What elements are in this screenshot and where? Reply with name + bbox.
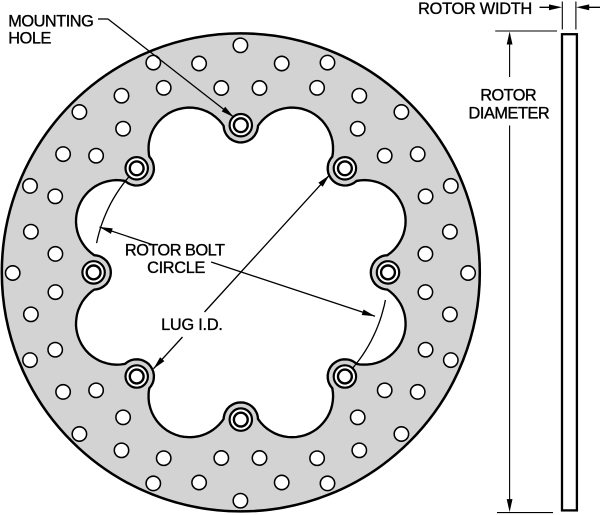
svg-text:CIRCLE: CIRCLE	[147, 259, 205, 277]
svg-text:ROTOR WIDTH: ROTOR WIDTH	[418, 0, 532, 18]
svg-text:LUG I.D.: LUG I.D.	[161, 316, 223, 334]
svg-text:DIAMETER: DIAMETER	[469, 105, 550, 123]
svg-text:ROTOR: ROTOR	[480, 87, 536, 105]
svg-text:ROTOR BOLT: ROTOR BOLT	[125, 242, 225, 260]
svg-text:HOLE: HOLE	[8, 29, 51, 47]
svg-text:MOUNTING: MOUNTING	[8, 13, 93, 31]
